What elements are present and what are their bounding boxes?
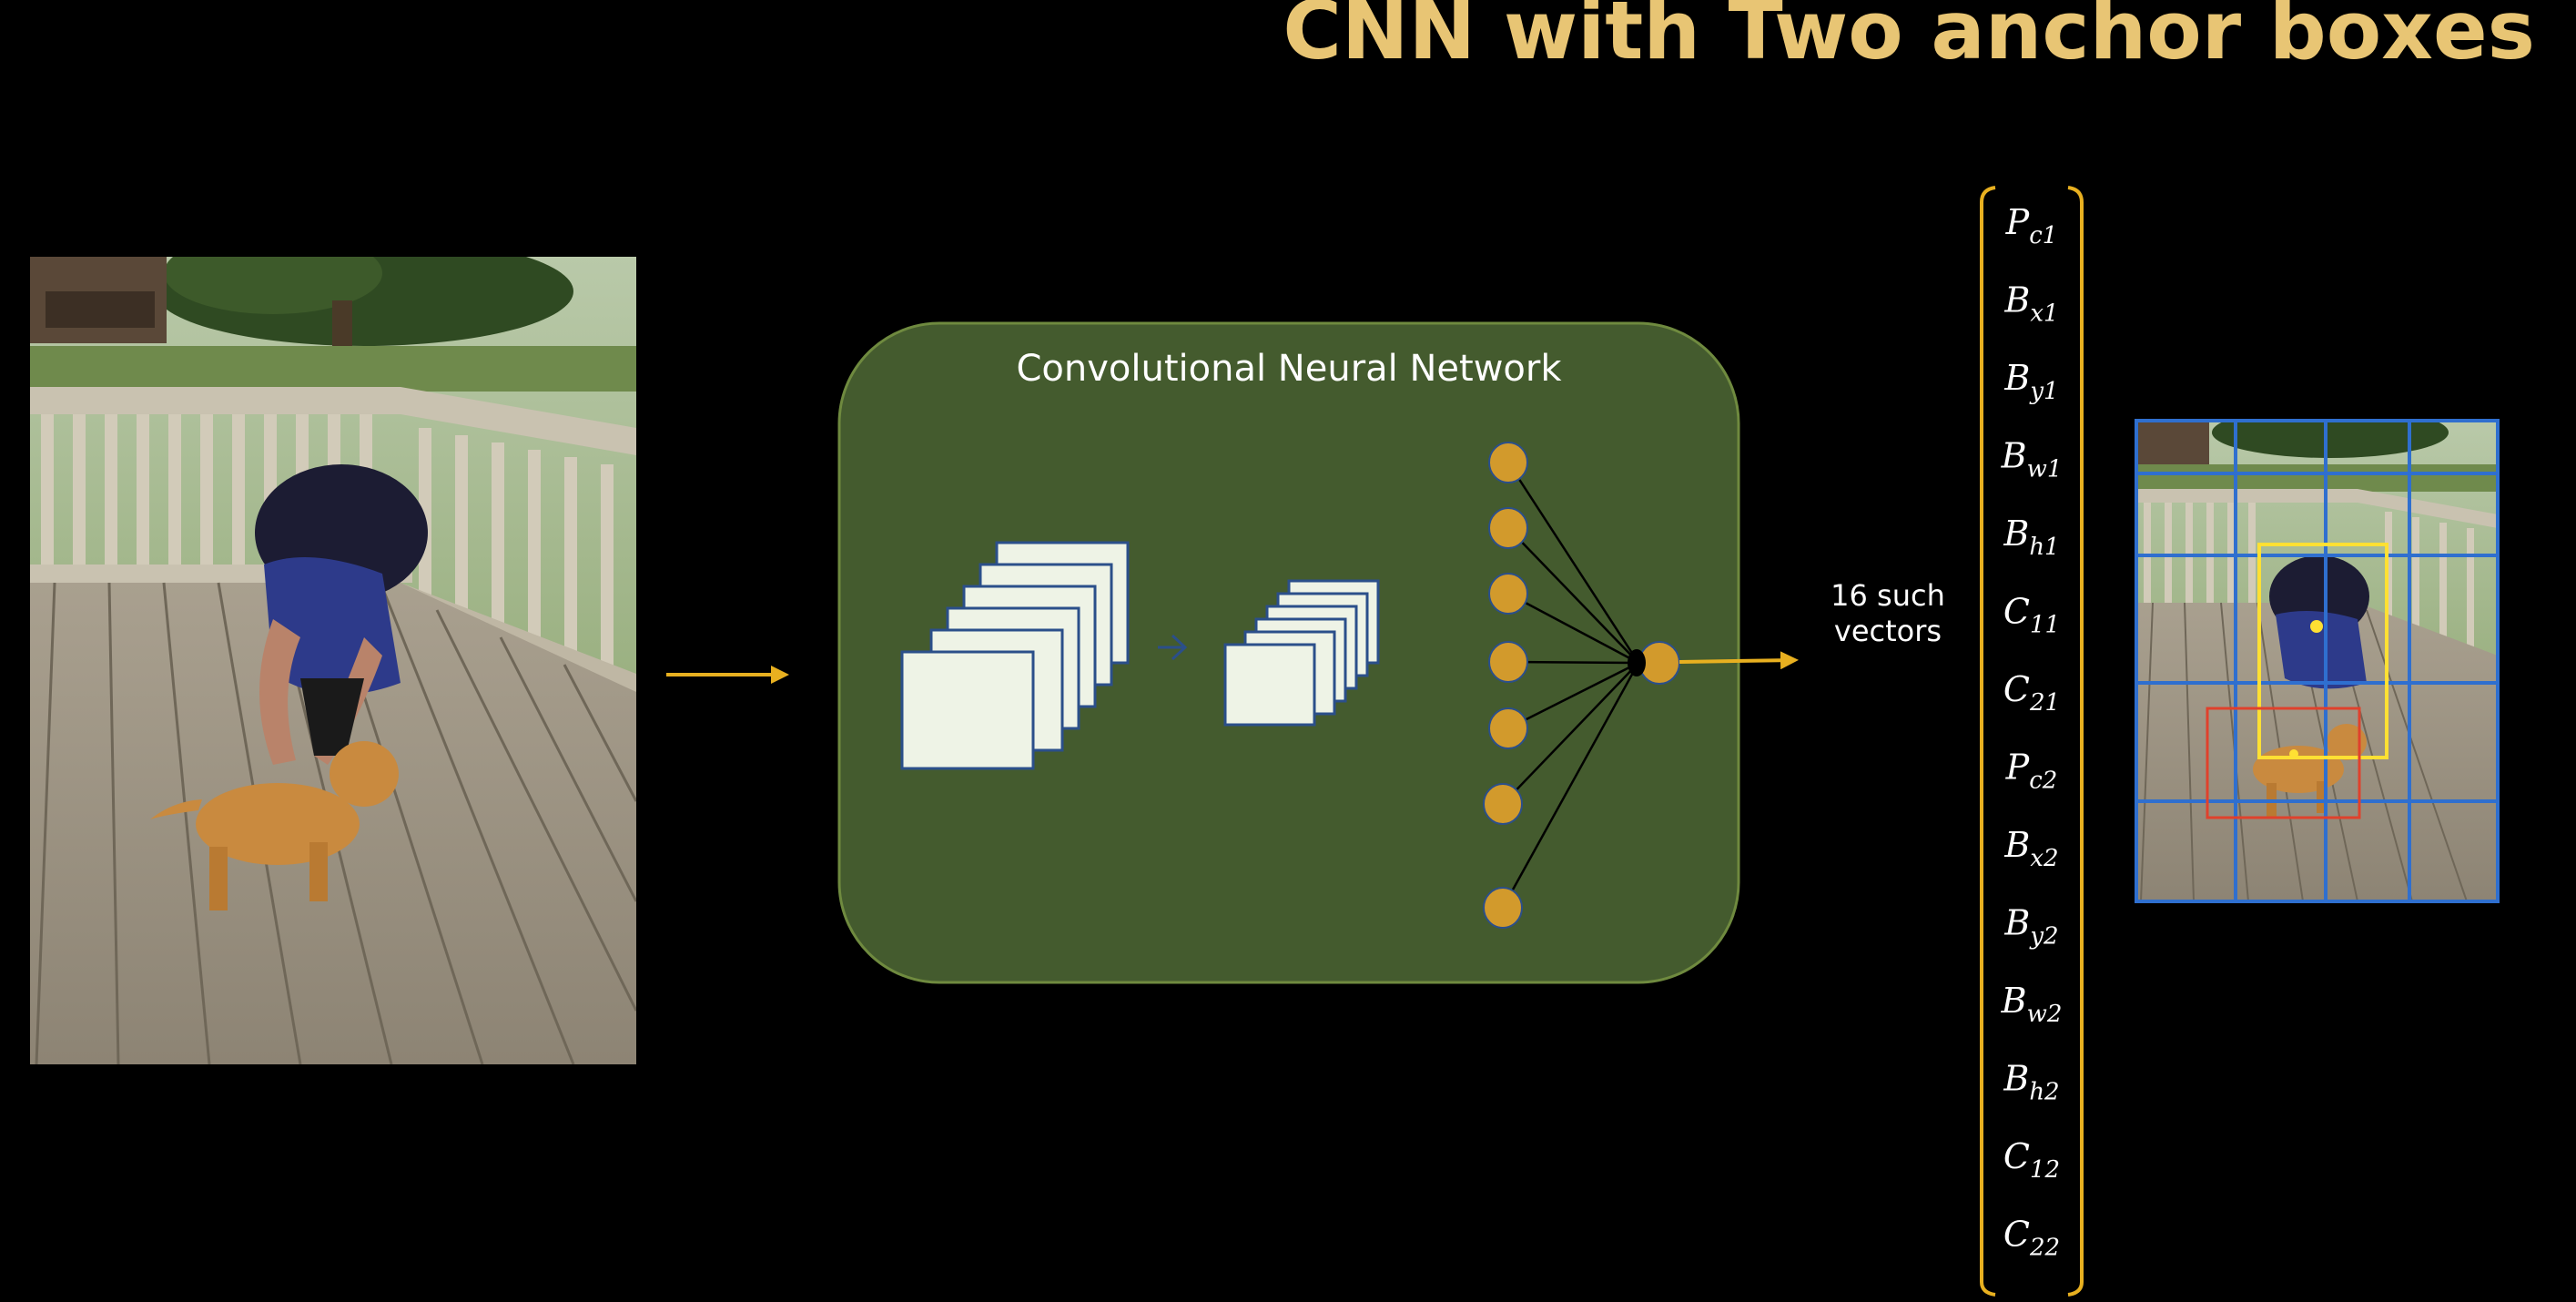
vector-entry-subscript: h2 (2029, 1079, 2059, 1106)
vector-entry: C22 (2003, 1215, 2060, 1262)
cnn-panel: Convolutional Neural Network (837, 321, 1740, 984)
feature-map-stack-2 (1223, 579, 1380, 727)
layer-arrow (1158, 634, 1188, 661)
fc-connections (1501, 462, 1640, 909)
vector-entry-subscript: 22 (2029, 1235, 2060, 1262)
vector-entry-symbol: C (2003, 592, 2030, 632)
vector-entry: Bx1 (2003, 280, 2058, 328)
vector-entry-subscript: w1 (2027, 456, 2063, 483)
vector-entry-subscript: y2 (2029, 923, 2058, 951)
vector-entry-subscript: y1 (2029, 378, 2058, 405)
feature-map-stack-1 (900, 541, 1130, 770)
neuron-junction (1628, 649, 1646, 676)
vector-entry-symbol: B (2001, 436, 2027, 476)
caption-line-2: vectors (1834, 614, 1942, 648)
vector-entry: Bx2 (2003, 825, 2058, 872)
vector-entry-symbol: B (2003, 358, 2030, 398)
grid-overlay (2135, 419, 2500, 903)
anchor-center-dog (2289, 749, 2298, 758)
right-bracket (2067, 186, 2084, 1297)
vector-entry-subscript: c1 (2029, 222, 2057, 249)
vector-entry-subscript: 11 (2030, 612, 2060, 639)
vector-entry: C21 (2003, 669, 2060, 717)
neuron (1488, 641, 1528, 683)
vector-entry: Bh1 (2003, 514, 2059, 561)
vector-entry-subscript: x2 (2030, 845, 2058, 872)
vector-entry-symbol: C (2003, 669, 2030, 709)
neuron (1483, 887, 1523, 929)
vector-entry-symbol: B (2003, 514, 2029, 554)
vector-entry: C11 (2003, 592, 2060, 639)
neuron (1488, 707, 1528, 749)
vector-entry-symbol: B (2003, 1059, 2029, 1099)
vector-entry-symbol: C (2003, 1136, 2030, 1176)
vector-entry: Bw1 (2001, 436, 2063, 483)
vector-entry-subscript: w2 (2027, 1001, 2063, 1028)
vector-entry-subscript: h1 (2029, 534, 2059, 561)
vector-entry-symbol: C (2003, 1215, 2030, 1255)
vector-entry-symbol: B (2003, 280, 2030, 320)
output-arrow (1678, 651, 1799, 670)
vector-entry: Bh2 (2003, 1059, 2059, 1106)
vector-entry-symbol: P (2005, 748, 2031, 788)
vector-entry: Pc1 (2005, 202, 2058, 249)
vector-entry-symbol: B (2003, 825, 2030, 865)
neuron (1488, 442, 1528, 483)
anchor-box-dog (2206, 707, 2361, 819)
vector-entry: Bw2 (2001, 981, 2063, 1028)
vector-entry: Pc2 (2005, 748, 2058, 795)
input-photo (30, 257, 636, 1064)
vector-entry-subscript: x1 (2030, 300, 2058, 328)
vector-entry-symbol: P (2005, 202, 2031, 242)
neuron (1488, 507, 1528, 549)
vector-entry: By1 (2003, 358, 2058, 405)
neuron (1488, 573, 1528, 615)
vector-entry-subscript: 21 (2029, 689, 2060, 717)
vector-entry: C12 (2003, 1136, 2060, 1184)
vector-entry: By2 (2003, 903, 2058, 951)
cnn-title: Convolutional Neural Network (1016, 348, 1562, 390)
output-vector: Pc1Bx1By1Bw1Bh1C11C21Pc2Bx2By2Bw2Bh2C12C… (1980, 186, 2084, 1297)
neuron (1483, 783, 1523, 825)
vector-entry-symbol: B (2001, 981, 2027, 1021)
slide-title: CNN with Two anchor boxes (1283, 0, 2535, 77)
caption-line-1: 16 such (1831, 578, 1945, 613)
anchor-center-person (2310, 620, 2323, 633)
vector-entry-subscript: c2 (2029, 768, 2057, 795)
vector-entry-symbol: B (2003, 903, 2030, 943)
anchor-box-person (2257, 543, 2388, 759)
grid-thumbnail (2135, 419, 2500, 903)
vector-entry-subscript: 12 (2030, 1156, 2060, 1184)
left-bracket (1980, 186, 1996, 1297)
